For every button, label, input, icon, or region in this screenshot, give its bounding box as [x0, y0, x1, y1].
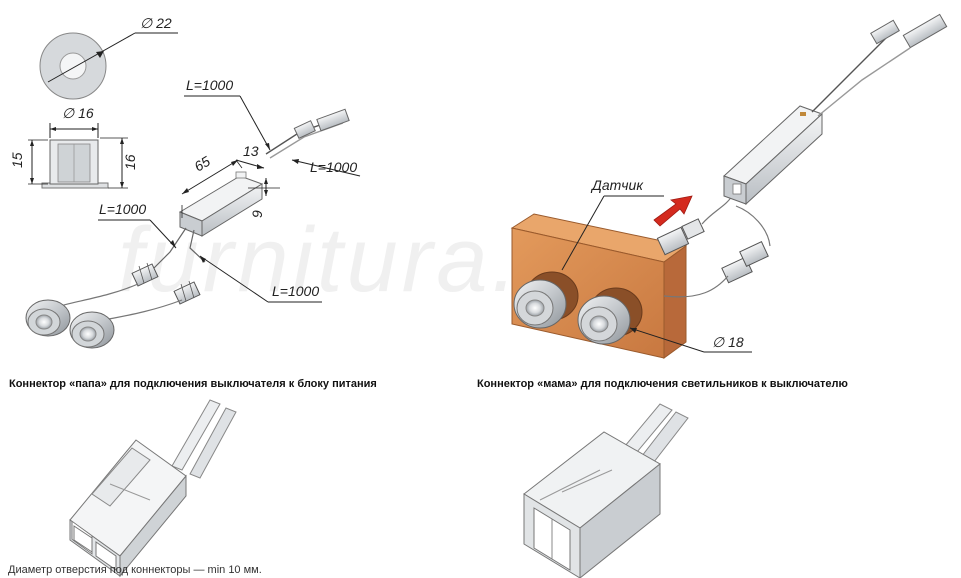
cable-top-label: L=1000 — [186, 77, 233, 93]
inner-diameter-label: ∅ 16 — [62, 105, 94, 121]
upload-arrow-icon — [653, 195, 693, 227]
cable-right-label: L=1000 — [310, 159, 357, 175]
thickness-9-label: 9 — [249, 210, 265, 218]
top-view-diameter: ∅ 22 — [39, 15, 178, 100]
connector-right-male — [721, 241, 769, 284]
right-assembly: Датчик ∅ 18 — [510, 13, 948, 359]
left-assembly: 65 13 9 L=1000 L=1000 L=1000 L=1000 — [25, 77, 361, 349]
sensor-left-1 — [25, 299, 71, 337]
height-15-label: 15 — [9, 152, 25, 168]
sensor-left-2 — [69, 311, 115, 349]
cable-left-label: L=1000 — [99, 201, 146, 217]
height-16-label: 16 — [122, 154, 138, 170]
cable-bottom-label: L=1000 — [272, 283, 319, 299]
male-connector-caption: Коннектор «папа» для подключения выключа… — [9, 378, 377, 390]
female-connector-detail — [523, 403, 689, 578]
connector-left-b — [173, 280, 201, 305]
male-connector-detail — [69, 399, 237, 578]
power-supply-box-right — [723, 105, 823, 206]
sensor-right-2 — [577, 287, 643, 345]
side-section-view: ∅ 16 15 16 — [9, 105, 138, 189]
outer-diameter-label: ∅ 22 — [140, 15, 172, 31]
hole-footnote: Диаметр отверстия под коннекторы — min 1… — [8, 564, 262, 576]
female-connector-caption: Коннектор «мама» для подключения светиль… — [477, 378, 848, 390]
sensor-label: Датчик — [590, 177, 644, 193]
length-65-label: 65 — [191, 153, 213, 175]
width-13-label: 13 — [243, 143, 259, 159]
hole-diameter-label: ∅ 18 — [712, 334, 744, 350]
sensor-right-1 — [513, 271, 579, 329]
connector-left-a — [131, 262, 159, 287]
power-supply-box — [178, 175, 264, 237]
connector-right-female — [656, 218, 705, 256]
